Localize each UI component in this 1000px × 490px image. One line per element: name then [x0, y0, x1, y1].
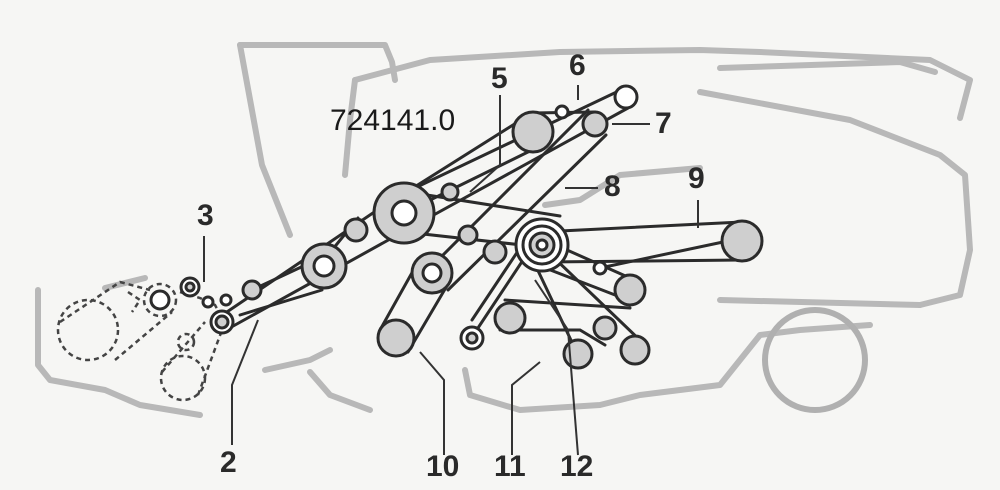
pulleys — [149, 84, 764, 370]
callout-6: 6 — [569, 49, 586, 82]
callout-11: 11 — [494, 450, 526, 483]
callout-12: 12 — [560, 450, 594, 483]
callout-5: 5 — [491, 62, 508, 95]
header-drive-dashed — [56, 280, 224, 402]
part-number: 724141.0 — [330, 104, 456, 137]
callout-7: 7 — [655, 107, 672, 140]
rear-wheel — [762, 307, 868, 413]
machine-outline — [35, 42, 973, 418]
callout-3: 3 — [197, 199, 214, 232]
callout-leaders — [203, 85, 699, 456]
callout-8: 8 — [604, 170, 621, 203]
callout-2: 2 — [220, 446, 237, 479]
callout-10: 10 — [426, 450, 460, 483]
callout-9: 9 — [688, 162, 705, 195]
